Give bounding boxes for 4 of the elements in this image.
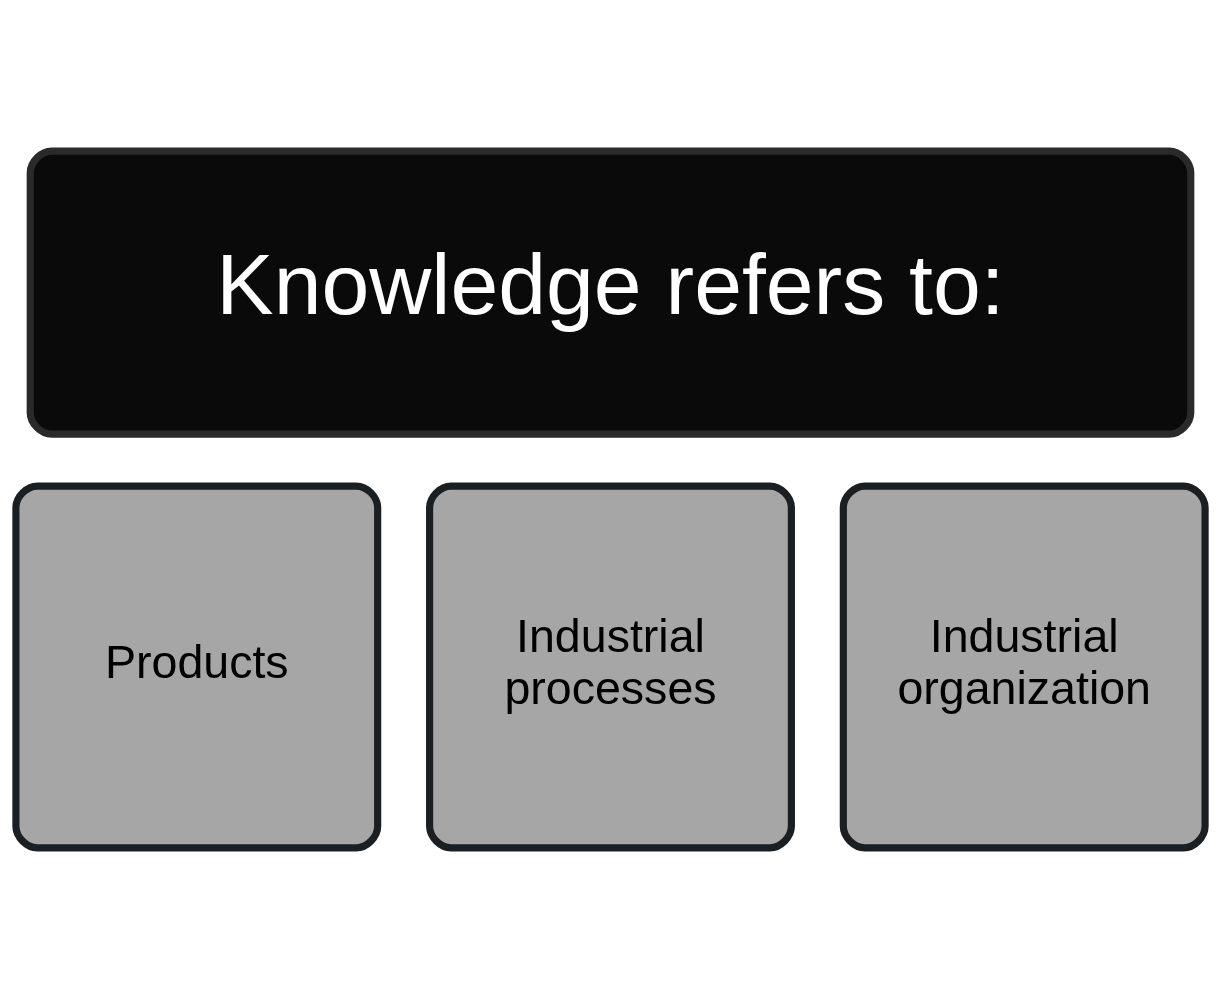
node-box: Industrial processes [426, 482, 795, 851]
node-box: Products [12, 482, 382, 851]
node-box: Knowledge refers to: [26, 147, 1195, 438]
node-box: Industrial organization [839, 482, 1209, 851]
